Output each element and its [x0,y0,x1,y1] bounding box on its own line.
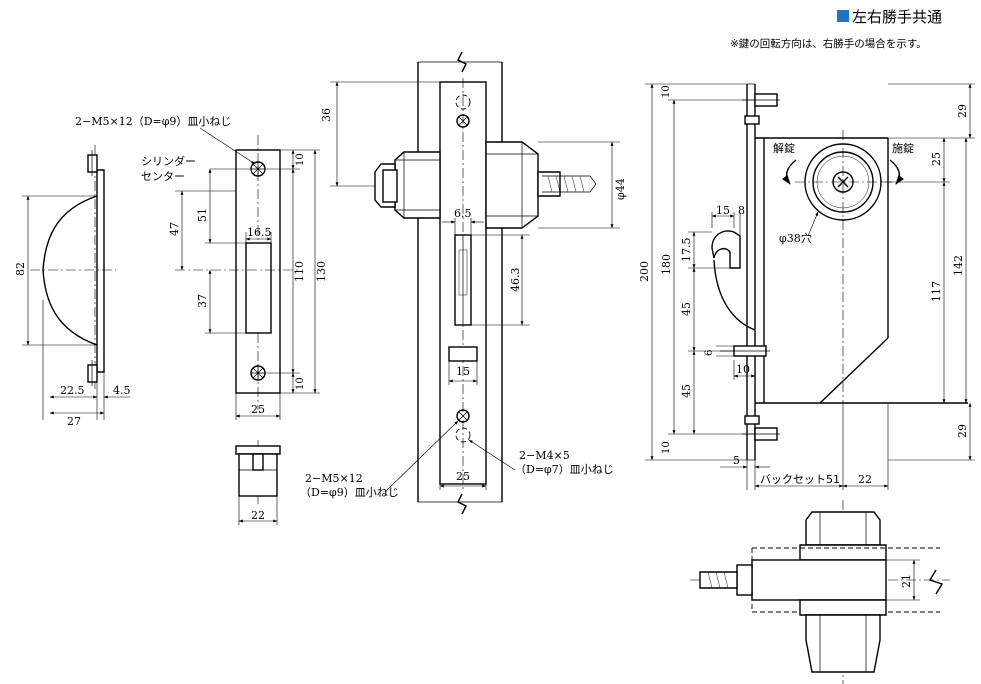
dim-17-5: 17.5 [680,238,693,263]
dim-6-5: 6.5 [454,207,472,220]
bottom-view: 21 [690,500,950,684]
dim-29-bot: 29 [956,424,969,438]
front-plate-view: 2−M5×12（D=φ9）皿小ねじ シリンダー センター 10 110 10 1… [75,115,328,420]
cylinder-center-label-2: センター [141,170,185,183]
dim-front-10-bot: 10 [295,377,306,390]
dim-180: 180 [660,254,673,275]
mid-screw-right-1: 2−M4×5 [519,449,570,462]
backset-label: バックセット51 [760,473,840,486]
dim-side-10-top: 10 [661,85,672,98]
dim-25-mid: 25 [456,470,470,483]
dim-110: 110 [293,261,306,282]
unlock-label: 解錠 [773,141,795,155]
rotation-note: ※鍵の回転方向は、右勝手の場合を示す。 [730,37,927,50]
dim-45-b: 45 [680,384,693,398]
cylinder-center-label-1: シリンダー [141,154,196,168]
dim-25-side: 25 [930,152,943,166]
hole-label: φ38穴 [779,231,812,245]
title-marker [837,10,849,22]
dim-22-side: 22 [858,473,872,486]
dim-22-5: 22.5 [60,384,85,397]
dim-51: 51 [196,208,209,222]
dim-37: 37 [196,294,209,308]
dim-6: 6 [704,350,715,356]
dim-21: 21 [900,574,913,588]
dim-phi44: φ44 [614,178,627,200]
dim-27: 27 [67,415,81,428]
dim-front-25: 25 [251,403,265,416]
dim-side-10-mid: 10 [736,363,750,376]
dim-front-10-top: 10 [295,153,306,166]
dim-4-5: 4.5 [113,384,131,397]
dim-22-box: 22 [251,509,265,522]
dim-side-10-bot: 10 [661,441,672,454]
mid-screw-left-1: 2−M5×12 [305,472,363,485]
front-screw-label: 2−M5×12（D=φ9）皿小ねじ [75,115,231,128]
dim-15-mid: 15 [456,365,470,378]
middle-view: 36 φ44 6.5 46.3 15 25 2−M5×12 （D=φ9）皿小ねじ… [300,51,627,515]
mid-screw-left-2: （D=φ9）皿小ねじ [300,486,399,499]
dim-29-top: 29 [956,104,969,118]
dim-36: 36 [320,108,333,122]
dim-16-5: 16.5 [247,226,272,239]
dim-47: 47 [168,222,181,236]
dim-46-3: 46.3 [509,268,522,293]
dim-8: 8 [738,204,745,217]
title: 左右勝手共通 [852,8,942,26]
lock-label: 施錠 [892,141,914,155]
handle-plate-view: 82 22.5 4.5 27 [14,145,131,428]
mid-screw-right-2: （D=φ7）皿小ねじ [515,463,614,476]
dim-5: 5 [733,454,740,467]
side-view: 解錠 施錠 φ38穴 200 180 10 10 17.5 45 45 6 10 [638,83,975,490]
dim-130: 130 [315,261,328,282]
dim-200: 200 [638,261,651,282]
dim-82: 82 [14,262,27,276]
header: 左右勝手共通 ※鍵の回転方向は、右勝手の場合を示す。 [730,8,942,50]
dim-15-side: 15 [716,204,730,217]
dim-117: 117 [930,281,943,302]
dim-142: 142 [952,255,965,276]
dim-45-a: 45 [680,302,693,316]
small-box-view: 22 [235,440,281,525]
